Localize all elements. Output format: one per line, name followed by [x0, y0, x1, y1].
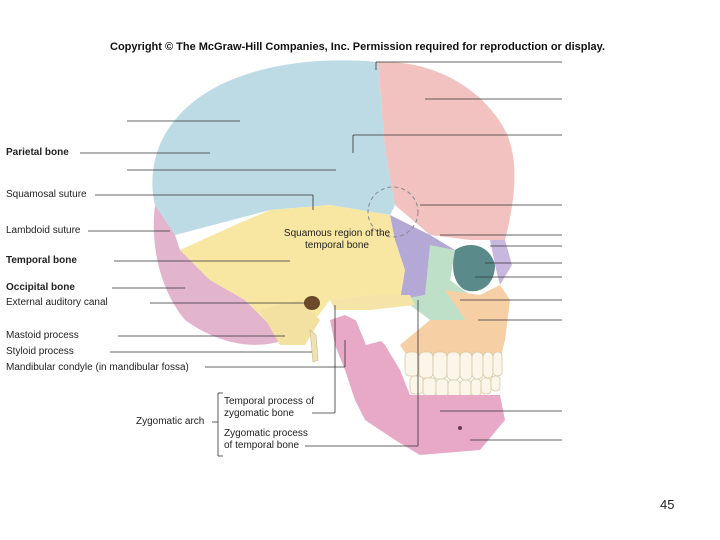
- label-temporal-bone: Temporal bone: [6, 255, 77, 267]
- mental-foramen: [458, 426, 462, 430]
- label-zygomatic-process: Zygomatic process of temporal bone: [224, 428, 319, 452]
- styloid-shape: [310, 330, 318, 362]
- parietal-bone-shape: [152, 60, 395, 235]
- label-external-auditory-canal: External auditory canal: [6, 297, 108, 309]
- label-occipital-bone: Occipital bone: [6, 282, 75, 294]
- frontal-bone-shape: [378, 62, 514, 240]
- label-temporal-process: Temporal process of zygomatic bone: [224, 396, 316, 420]
- label-squamous-region: Squamous region of the temporal bone: [282, 228, 392, 252]
- label-mandibular-condyle: Mandibular condyle (in mandibular fossa): [6, 362, 189, 374]
- label-mastoid-process: Mastoid process: [6, 330, 79, 342]
- slide-number: 45: [660, 497, 674, 512]
- auditory-canal-shape: [304, 296, 320, 310]
- label-squamosal-suture: Squamosal suture: [6, 189, 87, 201]
- label-parietal-bone: Parietal bone: [6, 147, 69, 159]
- label-zygomatic-arch: Zygomatic arch: [136, 416, 204, 428]
- label-styloid-process: Styloid process: [6, 346, 74, 358]
- orbit-shape: [453, 245, 495, 291]
- label-lambdoid-suture: Lambdoid suture: [6, 225, 81, 237]
